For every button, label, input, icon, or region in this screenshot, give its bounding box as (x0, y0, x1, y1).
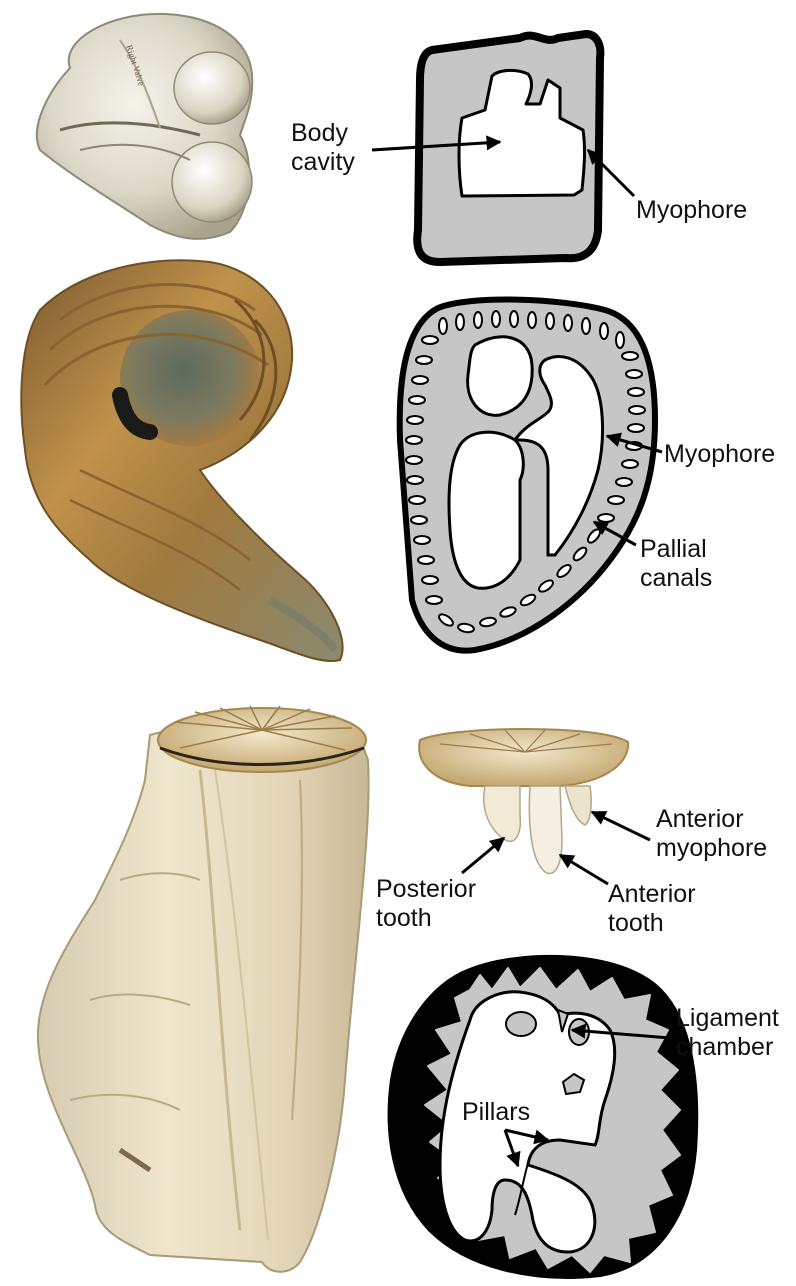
pallial-label-line1: Pallial (640, 535, 707, 563)
body-cavity-label-line1: Body (291, 119, 348, 147)
anterior-tooth-label-line1: Anterior (608, 880, 696, 908)
posterior-tooth-label-line1: Posterior (376, 875, 476, 903)
diagram-cross-section-3 (390, 957, 697, 1277)
pallial-label-line2: canals (640, 564, 712, 592)
ligament-label-line2: chamber (676, 1033, 773, 1061)
label-anterior-tooth: Anterior tooth (560, 855, 696, 937)
posterior-tooth-arrow (462, 838, 504, 873)
photo-specimen-3 (38, 706, 369, 1272)
label-anterior-myophore: Anterior myophore (592, 805, 767, 862)
posterior-tooth-label-line2: tooth (376, 904, 432, 932)
photo-specimen-2 (21, 260, 342, 661)
body-cavity-label-line2: cavity (291, 148, 355, 176)
diagram-cross-section-2 (400, 300, 655, 651)
anterior-myophore-label-line2: myophore (656, 834, 767, 862)
myophore-label-2: Myophore (664, 440, 775, 468)
ligament-label-line1: Ligament (676, 1004, 779, 1032)
diagram-cross-section-1 (417, 34, 600, 262)
anterior-myophore-arrow (592, 812, 650, 840)
anterior-myophore-label-line1: Anterior (656, 805, 744, 833)
anterior-tooth-label-line2: tooth (608, 909, 664, 937)
anterior-tooth-arrow (560, 855, 608, 884)
label-myophore-1: Myophore (588, 150, 747, 224)
photo-specimen-1: Right Valve (37, 14, 252, 239)
pillars-label: Pillars (462, 1098, 530, 1126)
photo-specimen-3-lid (419, 729, 628, 873)
label-posterior-tooth: Posterior tooth (376, 838, 504, 932)
myophore-label-1: Myophore (636, 196, 747, 224)
